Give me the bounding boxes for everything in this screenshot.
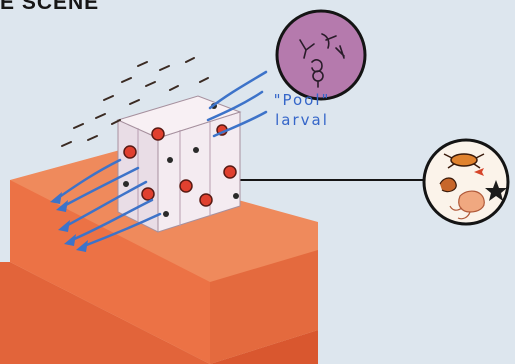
pool-larval-label: "Pool" larval <box>262 90 342 130</box>
page-heading: E SCENE <box>0 0 99 15</box>
larva-mark <box>96 114 105 118</box>
dark-speck <box>163 211 169 217</box>
anemone-dot <box>152 128 164 140</box>
anemone-dot <box>200 194 212 206</box>
callout-line-1: "Pool" <box>262 90 342 110</box>
larva-mark <box>200 78 208 82</box>
larval-pool-circle <box>277 11 365 99</box>
larva-mark <box>160 66 169 70</box>
anemone-dot <box>180 180 192 192</box>
anemone-dot <box>124 146 136 158</box>
anemone-dot <box>224 166 236 178</box>
larva-mark <box>146 82 155 86</box>
larva-mark <box>138 62 147 66</box>
larva-mark <box>74 124 83 128</box>
reef-structure <box>118 96 240 232</box>
dark-speck <box>123 181 129 187</box>
callout-line-2: larval <box>262 110 342 130</box>
larva-mark <box>62 142 71 146</box>
larva-mark <box>122 78 131 82</box>
dark-speck <box>167 157 173 163</box>
larva-mark <box>186 58 194 62</box>
snail-shape <box>440 178 456 192</box>
anemone-dot <box>142 188 154 200</box>
larva-mark <box>104 96 113 100</box>
pool-circle-disc <box>277 11 365 99</box>
dark-speck <box>233 193 239 199</box>
dark-speck <box>193 147 199 153</box>
larva-mark <box>130 100 139 104</box>
larva-mark <box>170 86 178 90</box>
current-arrow <box>210 72 266 108</box>
crab-shape <box>451 154 477 166</box>
reef-species-circle <box>424 140 508 224</box>
larva-mark <box>88 136 97 140</box>
octopus-shape <box>459 191 485 212</box>
